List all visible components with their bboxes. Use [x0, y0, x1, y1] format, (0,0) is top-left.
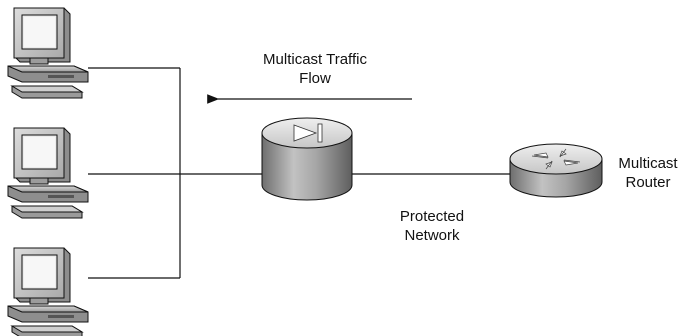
multicast-router-label-line2: Router — [625, 174, 671, 191]
multicast-router-label: Multicast Router — [608, 154, 688, 192]
traffic-flow-label-line1: Multicast Traffic — [263, 51, 367, 68]
traffic-flow-label-line2: Flow — [299, 70, 331, 87]
connection-lines — [88, 67, 512, 279]
traffic-flow-label: Multicast Traffic Flow — [230, 50, 400, 88]
firewall-icon — [261, 117, 353, 201]
router-icon — [509, 143, 603, 198]
computer-icon — [7, 127, 89, 219]
protected-network-label-line2: Network — [404, 227, 460, 244]
protected-network-label-line1: Protected — [399, 208, 465, 225]
computer-icon — [7, 247, 89, 336]
multicast-router-label-line1: Multicast — [618, 155, 678, 172]
protected-network-label: Protected Network — [372, 207, 492, 245]
computer-icon — [7, 7, 89, 99]
